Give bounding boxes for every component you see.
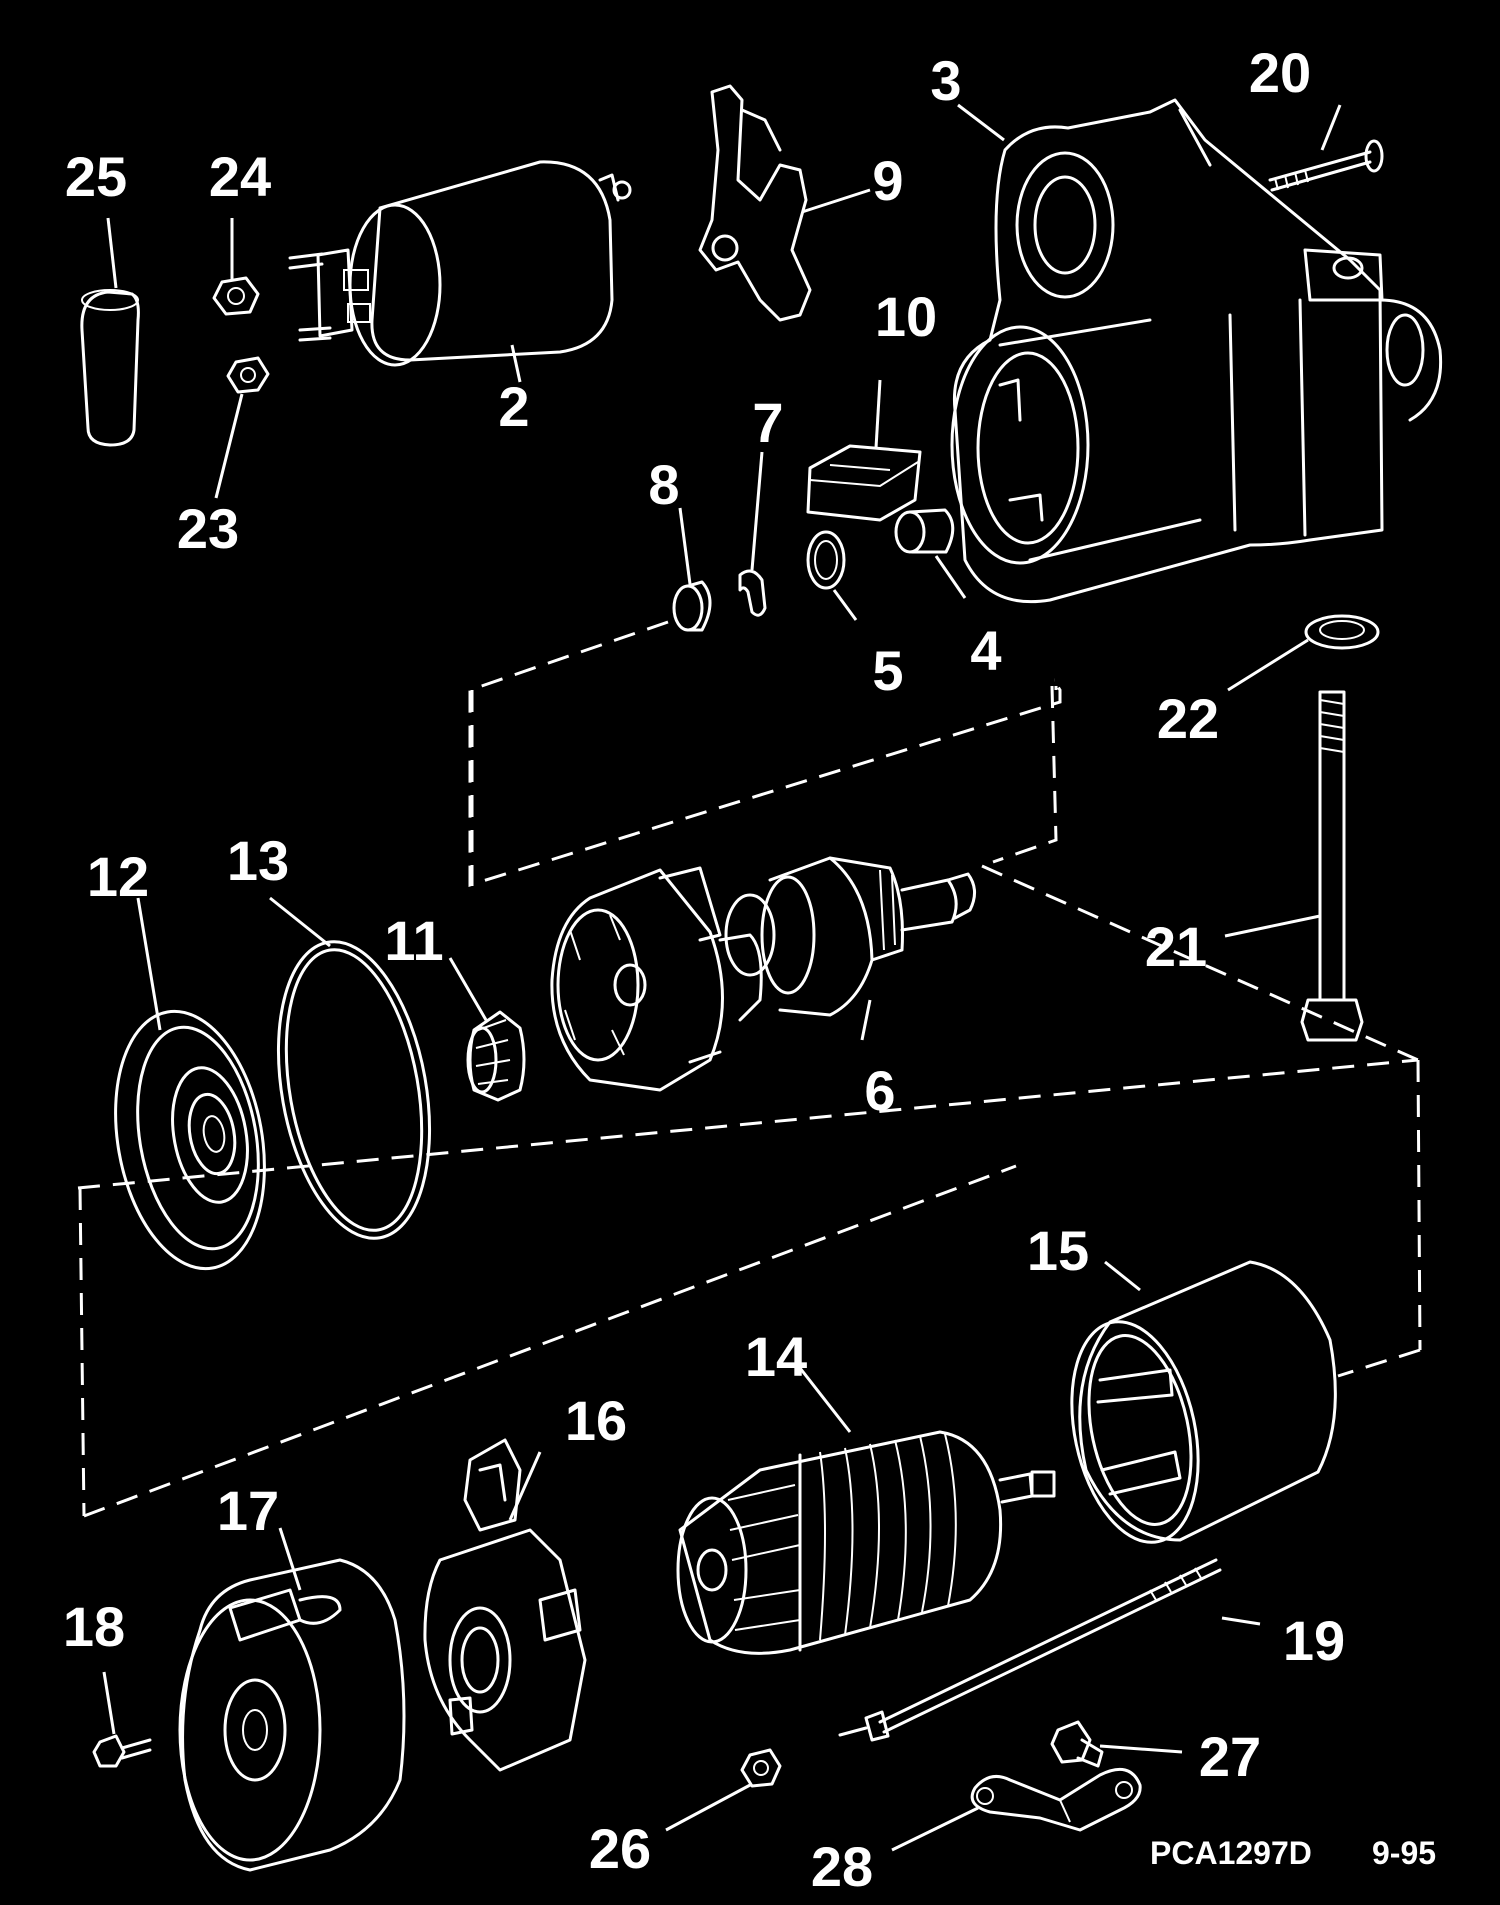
callout-5: 5 [872,639,903,702]
part-24-nut [212,276,260,316]
part-4-bush [894,508,955,554]
callout-3: 3 [930,49,961,112]
part-10-pad [806,444,922,522]
callout-17: 17 [217,1479,279,1542]
callout-18: 18 [63,1595,125,1658]
part-13-o-ring [276,940,432,1240]
callout-13: 13 [227,829,289,892]
part-17-end-cover [178,1558,406,1872]
part-5-ring [806,530,846,590]
callout-11: 11 [384,909,443,972]
callout-labels: 25 24 23 2 9 3 20 10 7 8 5 4 22 21 6 11 … [63,41,1436,1898]
callout-25: 25 [65,145,127,208]
callout-15: 15 [1027,1219,1089,1282]
callout-23: 23 [177,497,239,560]
part-27-bolt [1050,1720,1104,1768]
callout-22: 22 [1157,687,1219,750]
callout-9: 9 [872,149,903,212]
part-15-yoke [1070,1260,1337,1544]
diagram-date: 9-95 [1372,1835,1436,1871]
part-16-brush-holder [423,1438,587,1772]
part-28-bracket [970,1767,1142,1832]
alignment-dashes [77,620,1422,1518]
callout-20: 20 [1249,41,1311,104]
callout-10: 10 [875,285,937,348]
part-14-armature [676,1430,1056,1655]
part-2-solenoid [288,160,632,367]
part-3-drive-end-housing [950,98,1443,604]
callout-14: 14 [745,1325,807,1388]
callout-27: 27 [1199,1725,1261,1788]
part-7-clip [738,569,767,617]
callout-12: 12 [87,845,149,908]
callout-8: 8 [648,453,679,516]
part-19-long-bolt [838,1558,1222,1742]
callout-26: 26 [589,1817,651,1880]
diagram-code: PCA1297D [1150,1835,1312,1871]
part-22-washer [1304,614,1380,650]
callout-6: 6 [864,1059,895,1122]
leader-lines [102,103,1342,1852]
part-6-drive-clutch [550,856,976,1092]
callout-2: 2 [498,375,529,438]
part-8-collar [672,580,712,632]
callout-4: 4 [970,619,1001,682]
callout-28: 28 [811,1835,873,1898]
callout-16: 16 [565,1389,627,1452]
part-9-fork-lever [698,84,812,322]
callout-7: 7 [752,391,783,454]
callout-21: 21 [1145,915,1207,978]
callout-19: 19 [1283,1609,1345,1672]
part-25-boot [80,289,140,447]
part-20-bolt [1268,139,1384,192]
part-23-washer [226,356,270,394]
callout-24: 24 [209,145,271,208]
part-11-gear [466,1010,526,1102]
part-12-end-plate [114,1009,266,1271]
part-18-screw [92,1734,152,1768]
part-26-nut [740,1748,782,1788]
part-21-through-bolt [1300,690,1364,1042]
